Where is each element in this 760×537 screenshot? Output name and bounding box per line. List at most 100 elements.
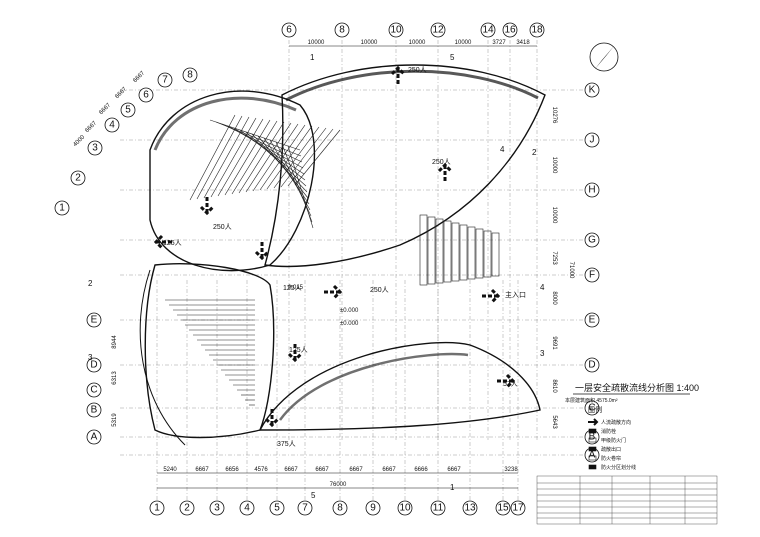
svg-text:14: 14 xyxy=(482,25,494,36)
dimension-bottom: 6656 xyxy=(225,467,239,473)
dimension-right: 10000 xyxy=(551,157,557,174)
legend-label: 疏散出口 xyxy=(601,446,621,453)
grid-axis-top-18: 18 xyxy=(529,22,545,38)
fire-hydrant-icon xyxy=(588,428,597,434)
dimension-bottom: 6667 xyxy=(447,467,461,473)
flow-label: 250人 xyxy=(213,223,232,231)
grid-axis-top-6: 6 xyxy=(281,22,297,38)
grid-axis-bottom-5: 5 xyxy=(269,500,285,516)
evacuation-flow: 125人 xyxy=(287,342,308,363)
svg-text:10: 10 xyxy=(399,503,411,514)
dimension-bottom: 6667 xyxy=(195,467,209,473)
grid-axis-right-E: E xyxy=(584,312,600,328)
svg-text:E: E xyxy=(589,315,596,326)
legend-item: 防火卷帘 xyxy=(588,455,621,462)
flow-label: 250人 xyxy=(370,286,389,294)
dimension-top: 10000 xyxy=(455,40,472,46)
dimension-diagonal: 6667 xyxy=(132,70,146,84)
grid-axis-right-F: F xyxy=(584,267,600,283)
dimension-right: 5643 xyxy=(551,415,557,429)
slope-icon xyxy=(588,464,597,470)
svg-text:C: C xyxy=(588,403,595,414)
grid-axis-left-E: E xyxy=(86,312,102,328)
svg-text:8: 8 xyxy=(337,503,343,514)
grid-axis-left-C: C xyxy=(86,382,102,398)
evacuation-flow: 250人 xyxy=(390,65,427,86)
grid-axis-bottom-15: 15 xyxy=(495,500,511,516)
exit-icon xyxy=(588,446,597,452)
svg-text:13: 13 xyxy=(464,503,476,514)
hall-outline-lower xyxy=(258,341,541,431)
svg-text:7: 7 xyxy=(162,75,168,86)
dimension-diagonal: 6667 xyxy=(98,102,112,116)
dimension-top: 3418 xyxy=(516,40,530,46)
svg-text:C: C xyxy=(90,385,97,396)
dimension-right: 10000 xyxy=(551,207,557,224)
dimension-diagonal: 6667 xyxy=(114,86,128,100)
legend-label: 防火分区划分线 xyxy=(601,464,636,471)
dimension-top: 10000 xyxy=(409,40,426,46)
evacuation-flow: 250人 xyxy=(322,284,389,300)
hall-outline-lower-left xyxy=(144,263,275,439)
svg-text:12: 12 xyxy=(432,25,444,36)
level-mark: ±0.000 xyxy=(340,308,359,314)
grid-axis-top-14: 14 xyxy=(480,22,496,38)
svg-text:A: A xyxy=(91,432,98,443)
svg-text:3: 3 xyxy=(214,503,220,514)
evacuation-arrow-icon xyxy=(264,407,280,428)
evacuation-flow: 57人 xyxy=(495,373,518,389)
svg-text:16: 16 xyxy=(504,25,516,36)
svg-text:6: 6 xyxy=(143,90,149,101)
drawing-title: 一层安全疏散流线分析图 1:400 xyxy=(575,382,699,393)
dimension-top: 10000 xyxy=(308,40,325,46)
grid-axis-bottom-9: 9 xyxy=(365,500,381,516)
svg-text:2: 2 xyxy=(184,503,190,514)
svg-text:10: 10 xyxy=(390,25,402,36)
flow-label: 375人 xyxy=(277,440,296,448)
dimension-bottom: 6666 xyxy=(414,467,428,473)
legend-label: 甲级防火门 xyxy=(601,437,626,444)
dimension-bottom: 3238 xyxy=(504,467,518,473)
grid-axis-bottom-11: 11 xyxy=(430,500,446,516)
evacuation-arrow-icon xyxy=(153,234,174,250)
svg-text:11: 11 xyxy=(433,503,444,514)
dimension-left: 5319 xyxy=(112,413,118,427)
dimension-bottom: 6667 xyxy=(284,467,298,473)
svg-text:B: B xyxy=(589,432,596,443)
svg-text:J: J xyxy=(590,135,595,146)
north-arrow-icon xyxy=(589,42,619,72)
svg-text:8: 8 xyxy=(187,70,193,81)
grid-axis-top-8: 8 xyxy=(334,22,350,38)
grid-axis-bottom-2: 2 xyxy=(179,500,195,516)
grid-axis-diag-7: 7 xyxy=(157,72,173,88)
evacuation-arrow-icon xyxy=(437,162,453,183)
grid-axis-bottom-1: 1 xyxy=(149,500,165,516)
dimension-right: 9691 xyxy=(551,336,557,350)
svg-text:6: 6 xyxy=(286,25,292,36)
grid-axis-top-16: 16 xyxy=(502,22,518,38)
evacuation-flow: 250人 xyxy=(199,195,232,231)
level-mark: 0.015 xyxy=(288,285,304,291)
svg-text:B: B xyxy=(91,405,98,416)
svg-text:4: 4 xyxy=(109,120,115,131)
svg-text:F: F xyxy=(589,270,595,281)
dimension-left: 6313 xyxy=(112,371,118,385)
section-mark: 2 xyxy=(88,279,93,288)
svg-text:4: 4 xyxy=(244,503,250,514)
section-mark: 4 xyxy=(500,145,505,154)
dimension-right: 8610 xyxy=(551,379,557,393)
svg-text:G: G xyxy=(588,235,596,246)
dimension-top: 3727 xyxy=(492,40,506,46)
grid-axis-bottom-3: 3 xyxy=(209,500,225,516)
svg-text:1: 1 xyxy=(59,203,65,214)
flow-label: 125人 xyxy=(289,346,308,354)
grid-axis-diag-1: 1 xyxy=(54,200,70,216)
evacuation-arrow-icon xyxy=(390,65,406,86)
grid-axis-diag-2: 2 xyxy=(70,170,86,186)
grid-axis-diag-3: 3 xyxy=(87,140,103,156)
section-mark: 4 xyxy=(540,283,545,292)
dimension-bottom: 6667 xyxy=(382,467,396,473)
dimension-right: 10276 xyxy=(551,107,557,124)
grid-axis-left-B: B xyxy=(86,402,102,418)
svg-text:H: H xyxy=(588,185,595,196)
